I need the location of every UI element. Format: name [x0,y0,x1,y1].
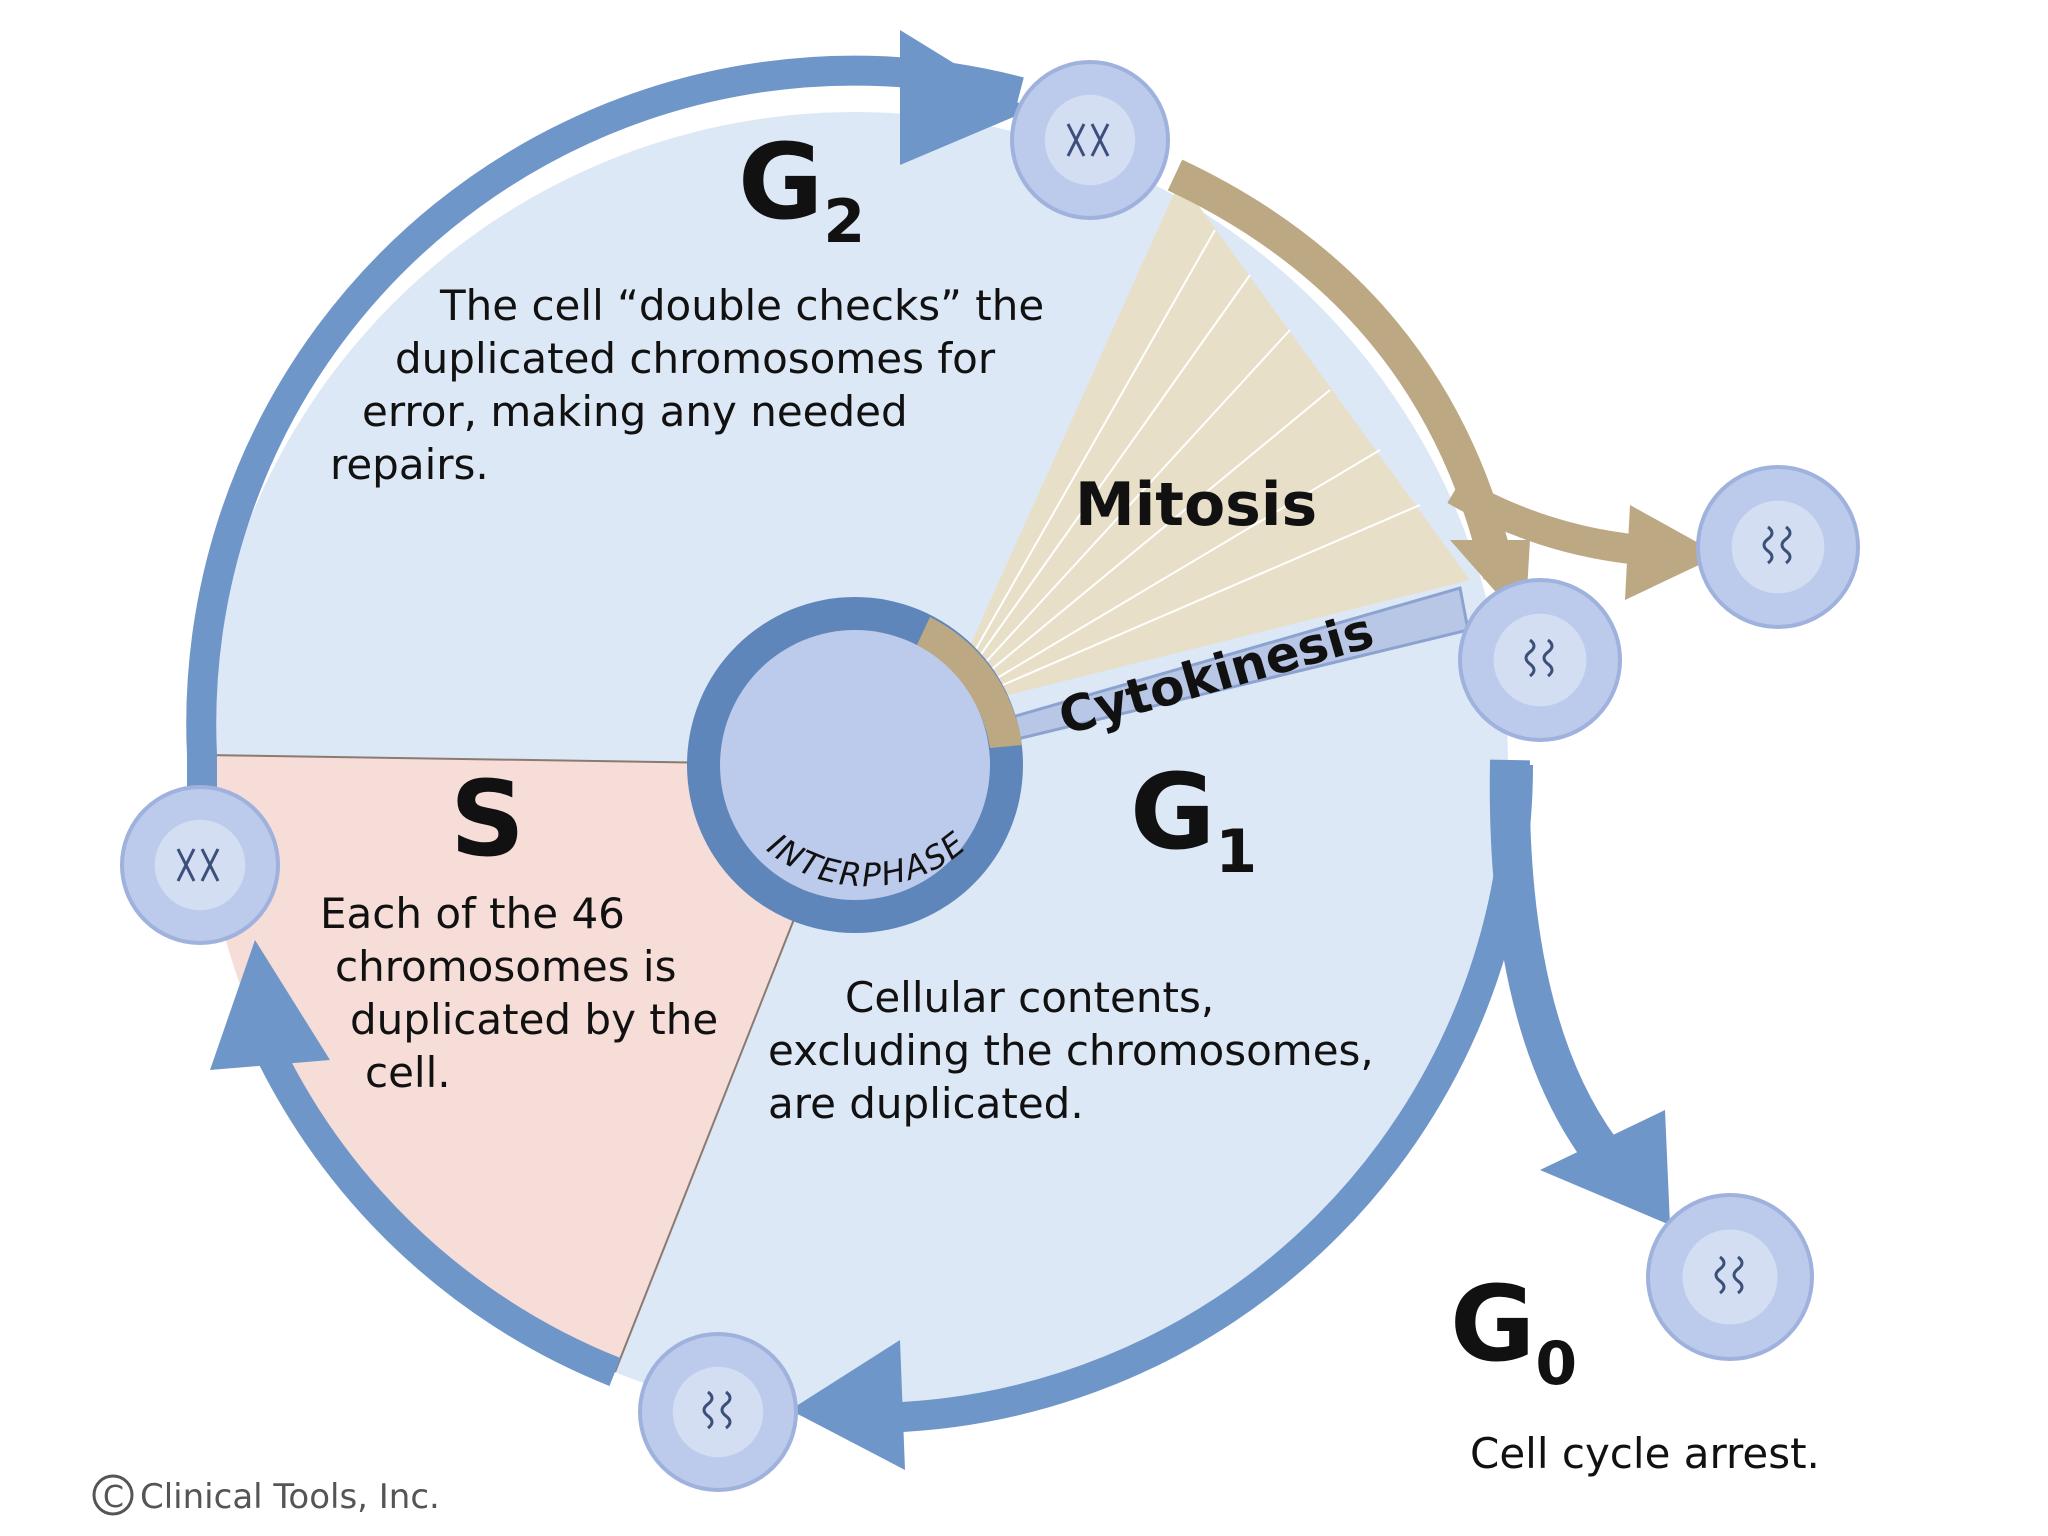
interphase-ring-mitosis-arc [916,617,1022,748]
g0-label: G0 [1450,1263,1577,1399]
g0-arrowhead [1540,1110,1670,1225]
copyright: C Clinical Tools, Inc. [92,1474,440,1517]
cell-nucleus [1682,1229,1778,1325]
daughter-cell-1 [1458,578,1622,742]
cell-nucleus [1731,500,1825,594]
chromosomes-icon [1524,638,1554,678]
cell-nucleus [1493,613,1587,707]
g0-branch-arrow [1489,759,1617,1162]
mitosis-arrowhead-2 [1625,505,1720,600]
g1-label: G1 [1130,751,1257,887]
chromosomes-icon [1762,525,1792,565]
cell-nucleus [154,819,246,911]
g2-cell [1010,60,1170,220]
s-description: Each of the 46 chromosomes is duplicated… [320,889,732,1097]
arrowhead-to-bottom [790,1340,905,1470]
cycle-arrow-upper [186,55,1024,900]
g0-cell [1646,1193,1814,1361]
cycle-arrow-lower-left [241,1014,621,1386]
copyright-text: Clinical Tools, Inc. [140,1477,440,1517]
chromosomes-icon [702,1390,732,1430]
cell-nucleus [672,1366,764,1458]
interphase-core [720,630,990,900]
g1-bottom-cell [638,1332,798,1492]
s-phase-region [201,755,855,1372]
g1-description: Cellular contents, excluding the chromos… [768,973,1387,1128]
g2-description: The cell “double checks” the duplicated … [330,281,1058,489]
duplicated-chromosomes-icon [1066,123,1110,157]
s-cell [120,785,280,945]
mitosis-label: Mitosis [1075,470,1317,540]
mitosis-region [940,180,1470,712]
cells-layer [120,60,1860,1492]
daughter-cell-2 [1696,465,1860,629]
cell-nucleus [1044,94,1136,186]
mitosis-arrow-branch [1447,477,1642,565]
copyright-icon-c: C [103,1480,124,1515]
mitosis-stripes [939,229,1421,713]
chromosomes-icon [1714,1255,1744,1295]
copyright-icon [92,1474,134,1516]
g2-label: G2 [738,121,865,257]
arrowhead-to-g2 [900,30,1030,165]
s-label: S [450,758,525,880]
duplicated-chromosomes-icon [176,848,220,882]
g0-caption: Cell cycle arrest. [1470,1429,1820,1478]
arrowhead-to-s [210,940,330,1070]
